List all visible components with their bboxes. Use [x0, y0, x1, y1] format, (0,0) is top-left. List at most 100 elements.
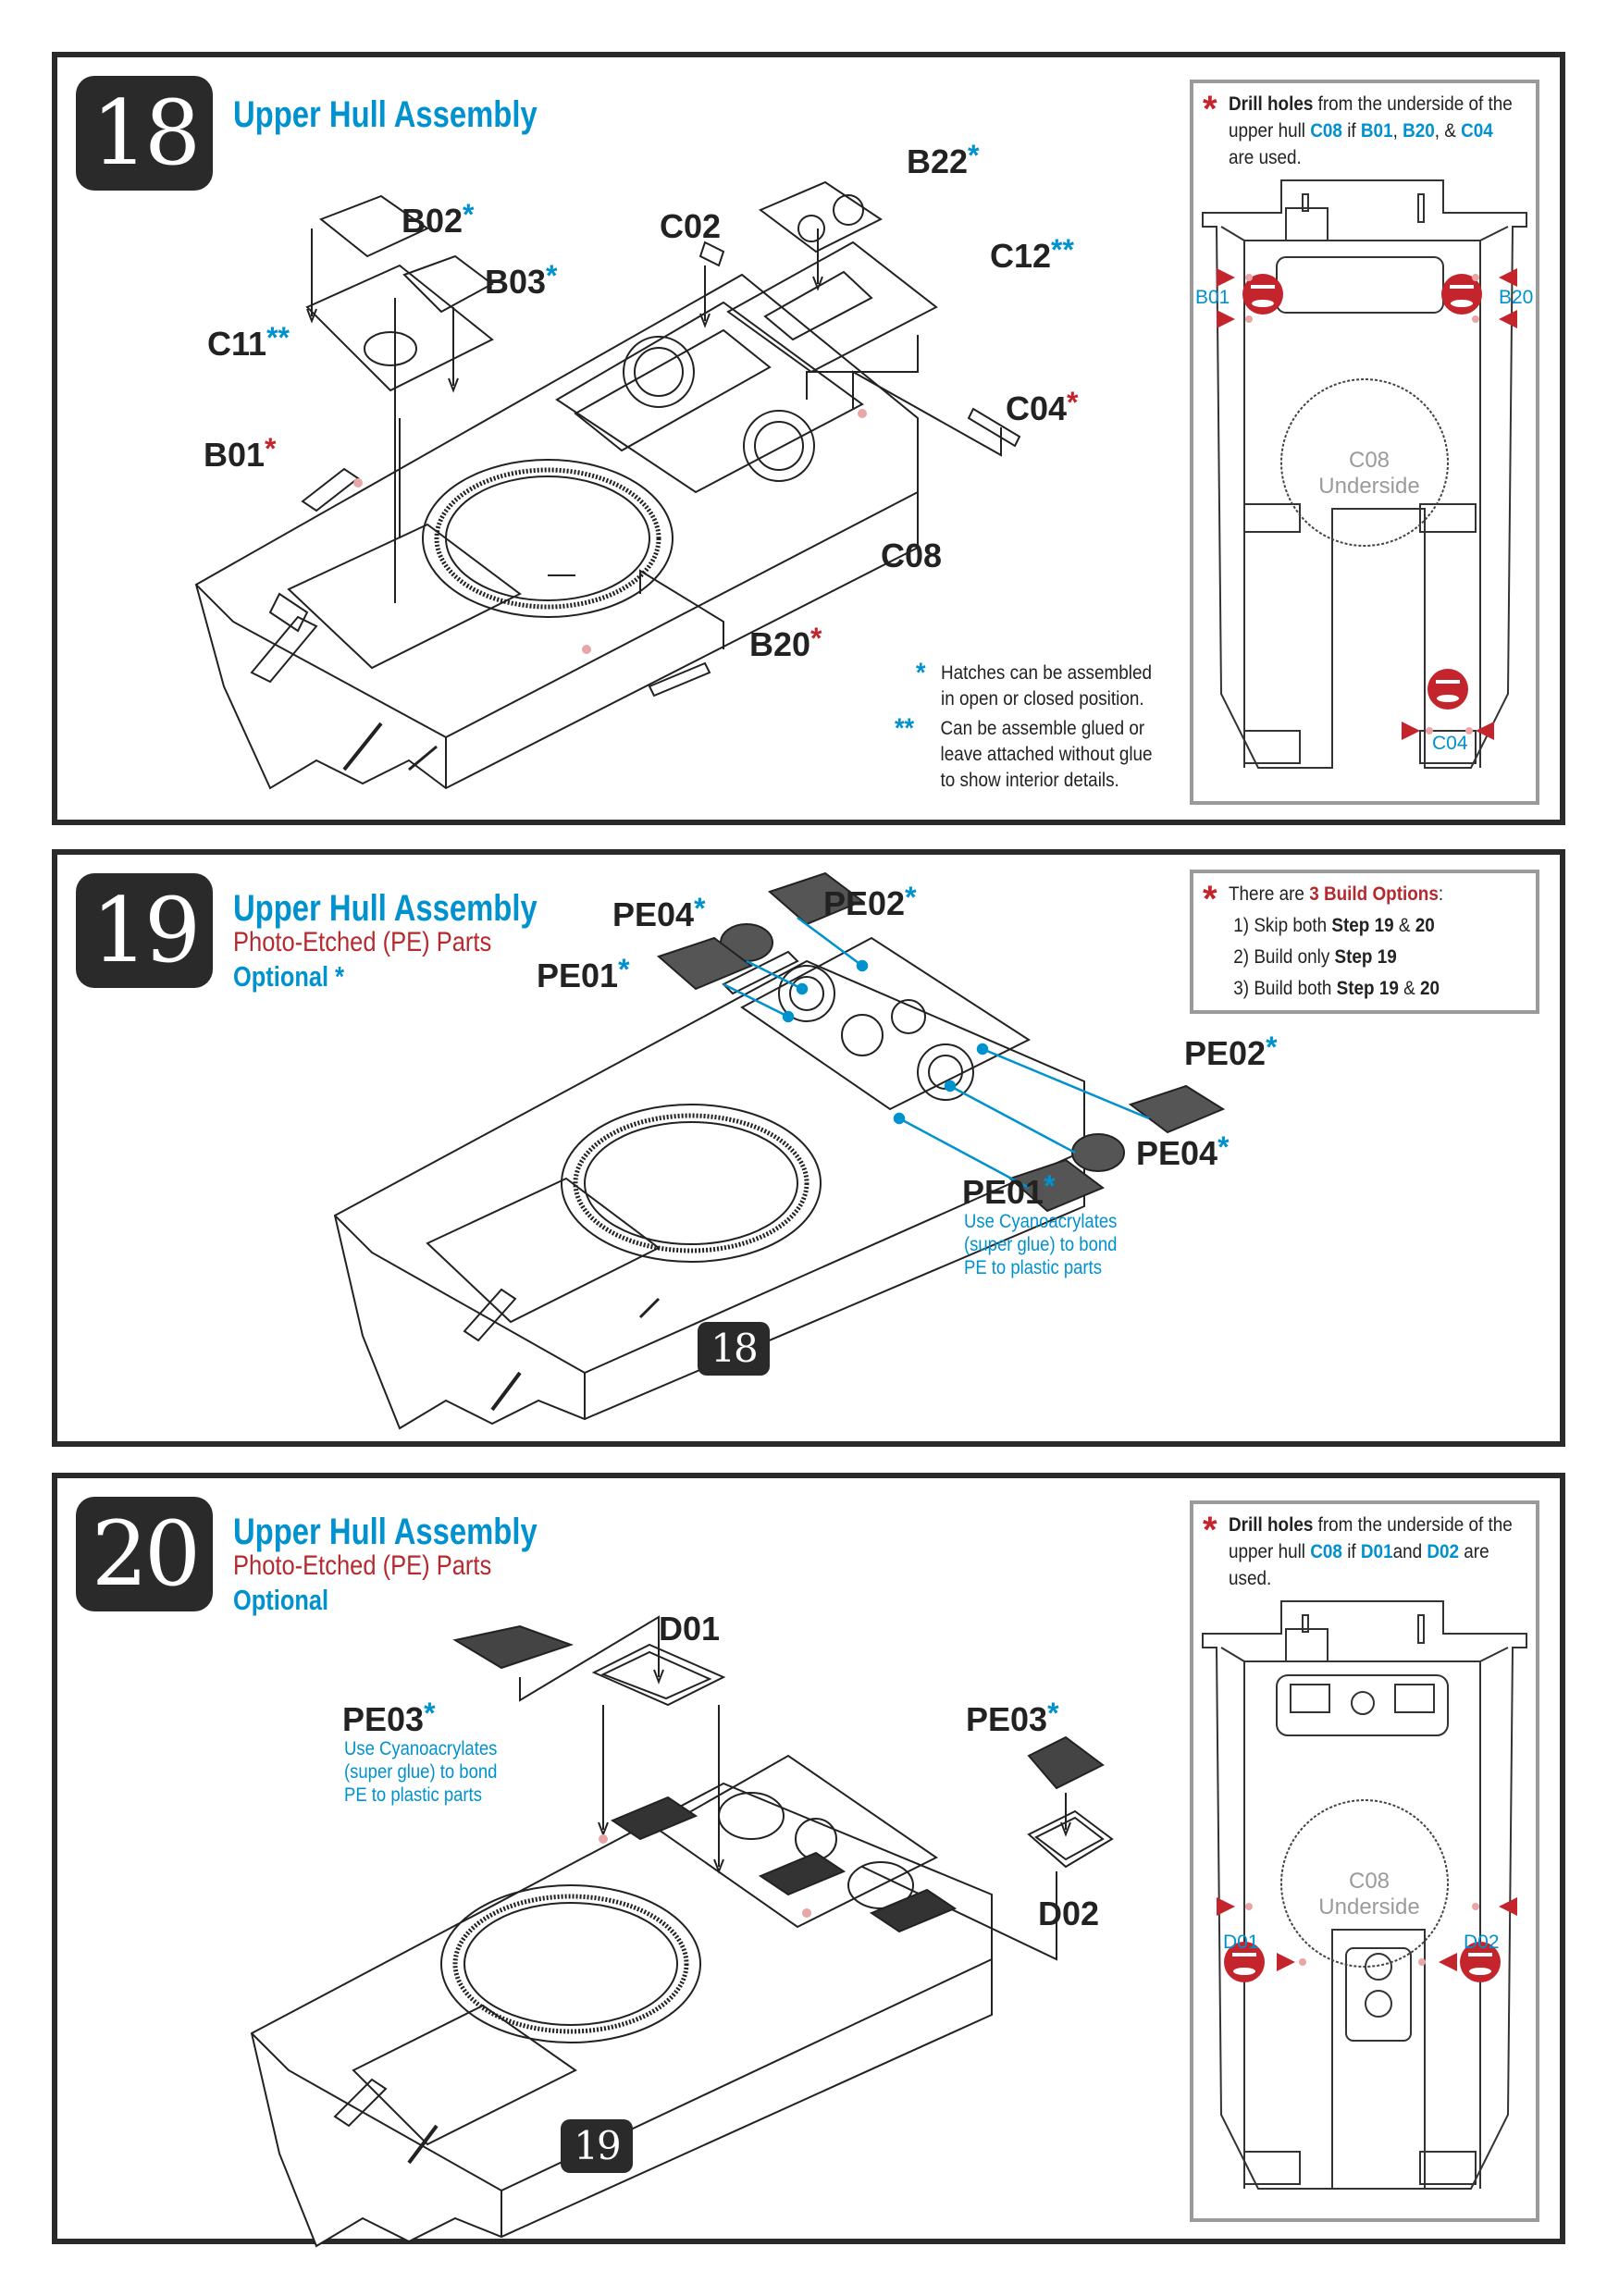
legend-line: leave attached without glue	[940, 744, 1153, 765]
diagram-label-b20: B20	[1499, 287, 1534, 308]
part-label-pe01-bottom: PE01*	[962, 1169, 1056, 1212]
step-title: Upper Hull Assembly	[233, 888, 538, 929]
upper-hull-drawing	[194, 180, 1021, 790]
option-1: 1) Skip both Step 19 & 20	[1229, 915, 1435, 936]
option-2: 2) Build only Step 19	[1229, 946, 1396, 968]
build-options-box: * There are 3 Build Options: 1) Skip bot…	[1190, 870, 1539, 1014]
legend-line: Hatches can be assembled	[941, 662, 1152, 684]
step-title: Upper Hull Assembly	[233, 1512, 538, 1552]
glue-line: PE to plastic parts	[344, 1784, 482, 1806]
part-code: PE02	[823, 884, 906, 922]
upper-hull-d-parts-drawing	[250, 1615, 1114, 2248]
legend-hatches: * Hatches can be assembled in open or cl…	[916, 660, 1152, 710]
options-marker: *	[1203, 879, 1217, 920]
part-label-b03: B03*	[485, 259, 558, 302]
hatch-marker: *	[463, 198, 475, 231]
pe-marker: *	[1044, 1169, 1056, 1203]
ref-c08: C08	[1310, 1541, 1342, 1562]
pe-marker: *	[905, 881, 917, 914]
part-code: PE03	[342, 1700, 425, 1738]
center-caption: Underside	[1318, 1895, 1420, 1920]
options-count: 3 Build Options	[1309, 883, 1439, 905]
drill-note-text: Drill holes from the underside of the up…	[1229, 91, 1513, 171]
glue-line: Use Cyanoacrylates	[964, 1211, 1118, 1232]
step-18-panel: 18 Upper Hull Assembly	[52, 52, 1565, 825]
glue-line: (super glue) to bond	[344, 1761, 498, 1783]
part-code: B22	[907, 142, 969, 180]
legend-line: to show interior details.	[940, 770, 1119, 791]
part-label-pe03-left: PE03*	[342, 1697, 436, 1739]
note-text: from the underside of the	[1313, 1514, 1513, 1536]
center-part: C08	[1348, 448, 1390, 473]
part-label-b22: B22*	[907, 139, 980, 181]
part-label-d02: D02	[1038, 1895, 1099, 1933]
part-label-b01: B01*	[204, 432, 277, 475]
pe-marker: *	[1266, 1031, 1278, 1064]
step-20-panel: 20 Upper Hull Assembly Photo-Etched (PE)…	[52, 1473, 1565, 2248]
optional-label: Optional	[233, 1584, 329, 1616]
note-bold: Drill holes	[1229, 93, 1314, 115]
ref-d02: D02	[1427, 1541, 1460, 1562]
option-text: &	[1393, 915, 1415, 936]
hull-underside-diagram	[1202, 1600, 1527, 2190]
glue-line: PE to plastic parts	[964, 1257, 1102, 1278]
optional-label: Optional *	[233, 960, 345, 993]
note-bold: Drill holes	[1229, 1514, 1314, 1536]
diagram-label-c04: C04	[1432, 733, 1468, 754]
pe-marker: *	[1217, 1130, 1230, 1164]
note-text: from the underside of the	[1313, 93, 1513, 115]
part-label-c12: C12**	[990, 233, 1074, 276]
upper-hull-pe-drawing	[333, 871, 1226, 1430]
part-label-c04: C04*	[1006, 386, 1079, 428]
option-3: 3) Build both Step 19 & 20	[1229, 978, 1440, 999]
center-caption: Underside	[1318, 474, 1420, 499]
drill-marker: *	[1203, 1510, 1217, 1550]
legend-line: Can be assemble glued or	[940, 718, 1145, 739]
ref-c04: C04	[1461, 120, 1493, 142]
option-step: 20	[1419, 978, 1440, 999]
drill-marker: *	[810, 622, 822, 655]
part-code: PE02	[1184, 1034, 1267, 1072]
note-text: are used.	[1229, 147, 1302, 168]
glue-line: (super glue) to bond	[964, 1234, 1118, 1255]
diagram-label-d01: D01	[1223, 1932, 1259, 1953]
note-text: if	[1341, 120, 1361, 142]
diagram-center-label: C08 Underside	[1304, 1869, 1434, 1920]
note-text: are	[1459, 1541, 1489, 1562]
glue-instruction: Use Cyanoacrylates (super glue) to bond …	[964, 1210, 1117, 1279]
part-label-c08: C08	[881, 537, 942, 575]
ref-b20: B20	[1403, 120, 1435, 142]
reference-step-badge: 18	[698, 1322, 770, 1376]
pe-marker: *	[618, 953, 630, 986]
diagram-label-d02: D02	[1464, 1932, 1500, 1953]
step-19-panel: 19 Upper Hull Assembly Photo-Etched (PE)…	[52, 849, 1565, 1447]
part-label-pe03-right: PE03*	[966, 1697, 1059, 1739]
note-text: , &	[1434, 120, 1462, 142]
part-label-pe02-right: PE02*	[1184, 1031, 1278, 1073]
part-label-b20: B20*	[749, 622, 822, 664]
step-subtitle: Photo-Etched (PE) Parts	[233, 1550, 492, 1581]
option-step: Step 19	[1336, 978, 1399, 999]
legend-glue: ** Can be assemble glued or leave attach…	[895, 715, 1153, 792]
note-text: There are	[1229, 883, 1310, 905]
part-code: C08	[881, 537, 943, 574]
drill-note-box: * Drill holes from the underside of the …	[1190, 80, 1539, 805]
part-label-d01: D01	[659, 1610, 720, 1648]
note-text: upper hull	[1229, 120, 1311, 142]
step-title: Upper Hull Assembly	[233, 94, 538, 135]
part-code: C04	[1006, 389, 1068, 427]
ref-d01: D01	[1360, 1541, 1393, 1562]
center-part: C08	[1348, 1869, 1390, 1894]
part-code: C11	[207, 325, 267, 363]
part-code: B01	[204, 436, 266, 474]
note-text: upper hull	[1229, 1541, 1311, 1562]
legend-line: in open or closed position.	[941, 688, 1144, 710]
part-label-c11: C11**	[207, 321, 290, 364]
glue-marker: **	[266, 321, 290, 354]
option-step: 20	[1415, 915, 1435, 936]
pe-marker: *	[694, 892, 706, 925]
hatch-marker: *	[546, 259, 558, 292]
part-label-b02: B02*	[402, 198, 475, 241]
pe-marker: *	[1047, 1697, 1059, 1730]
part-code: PE04	[612, 895, 695, 933]
